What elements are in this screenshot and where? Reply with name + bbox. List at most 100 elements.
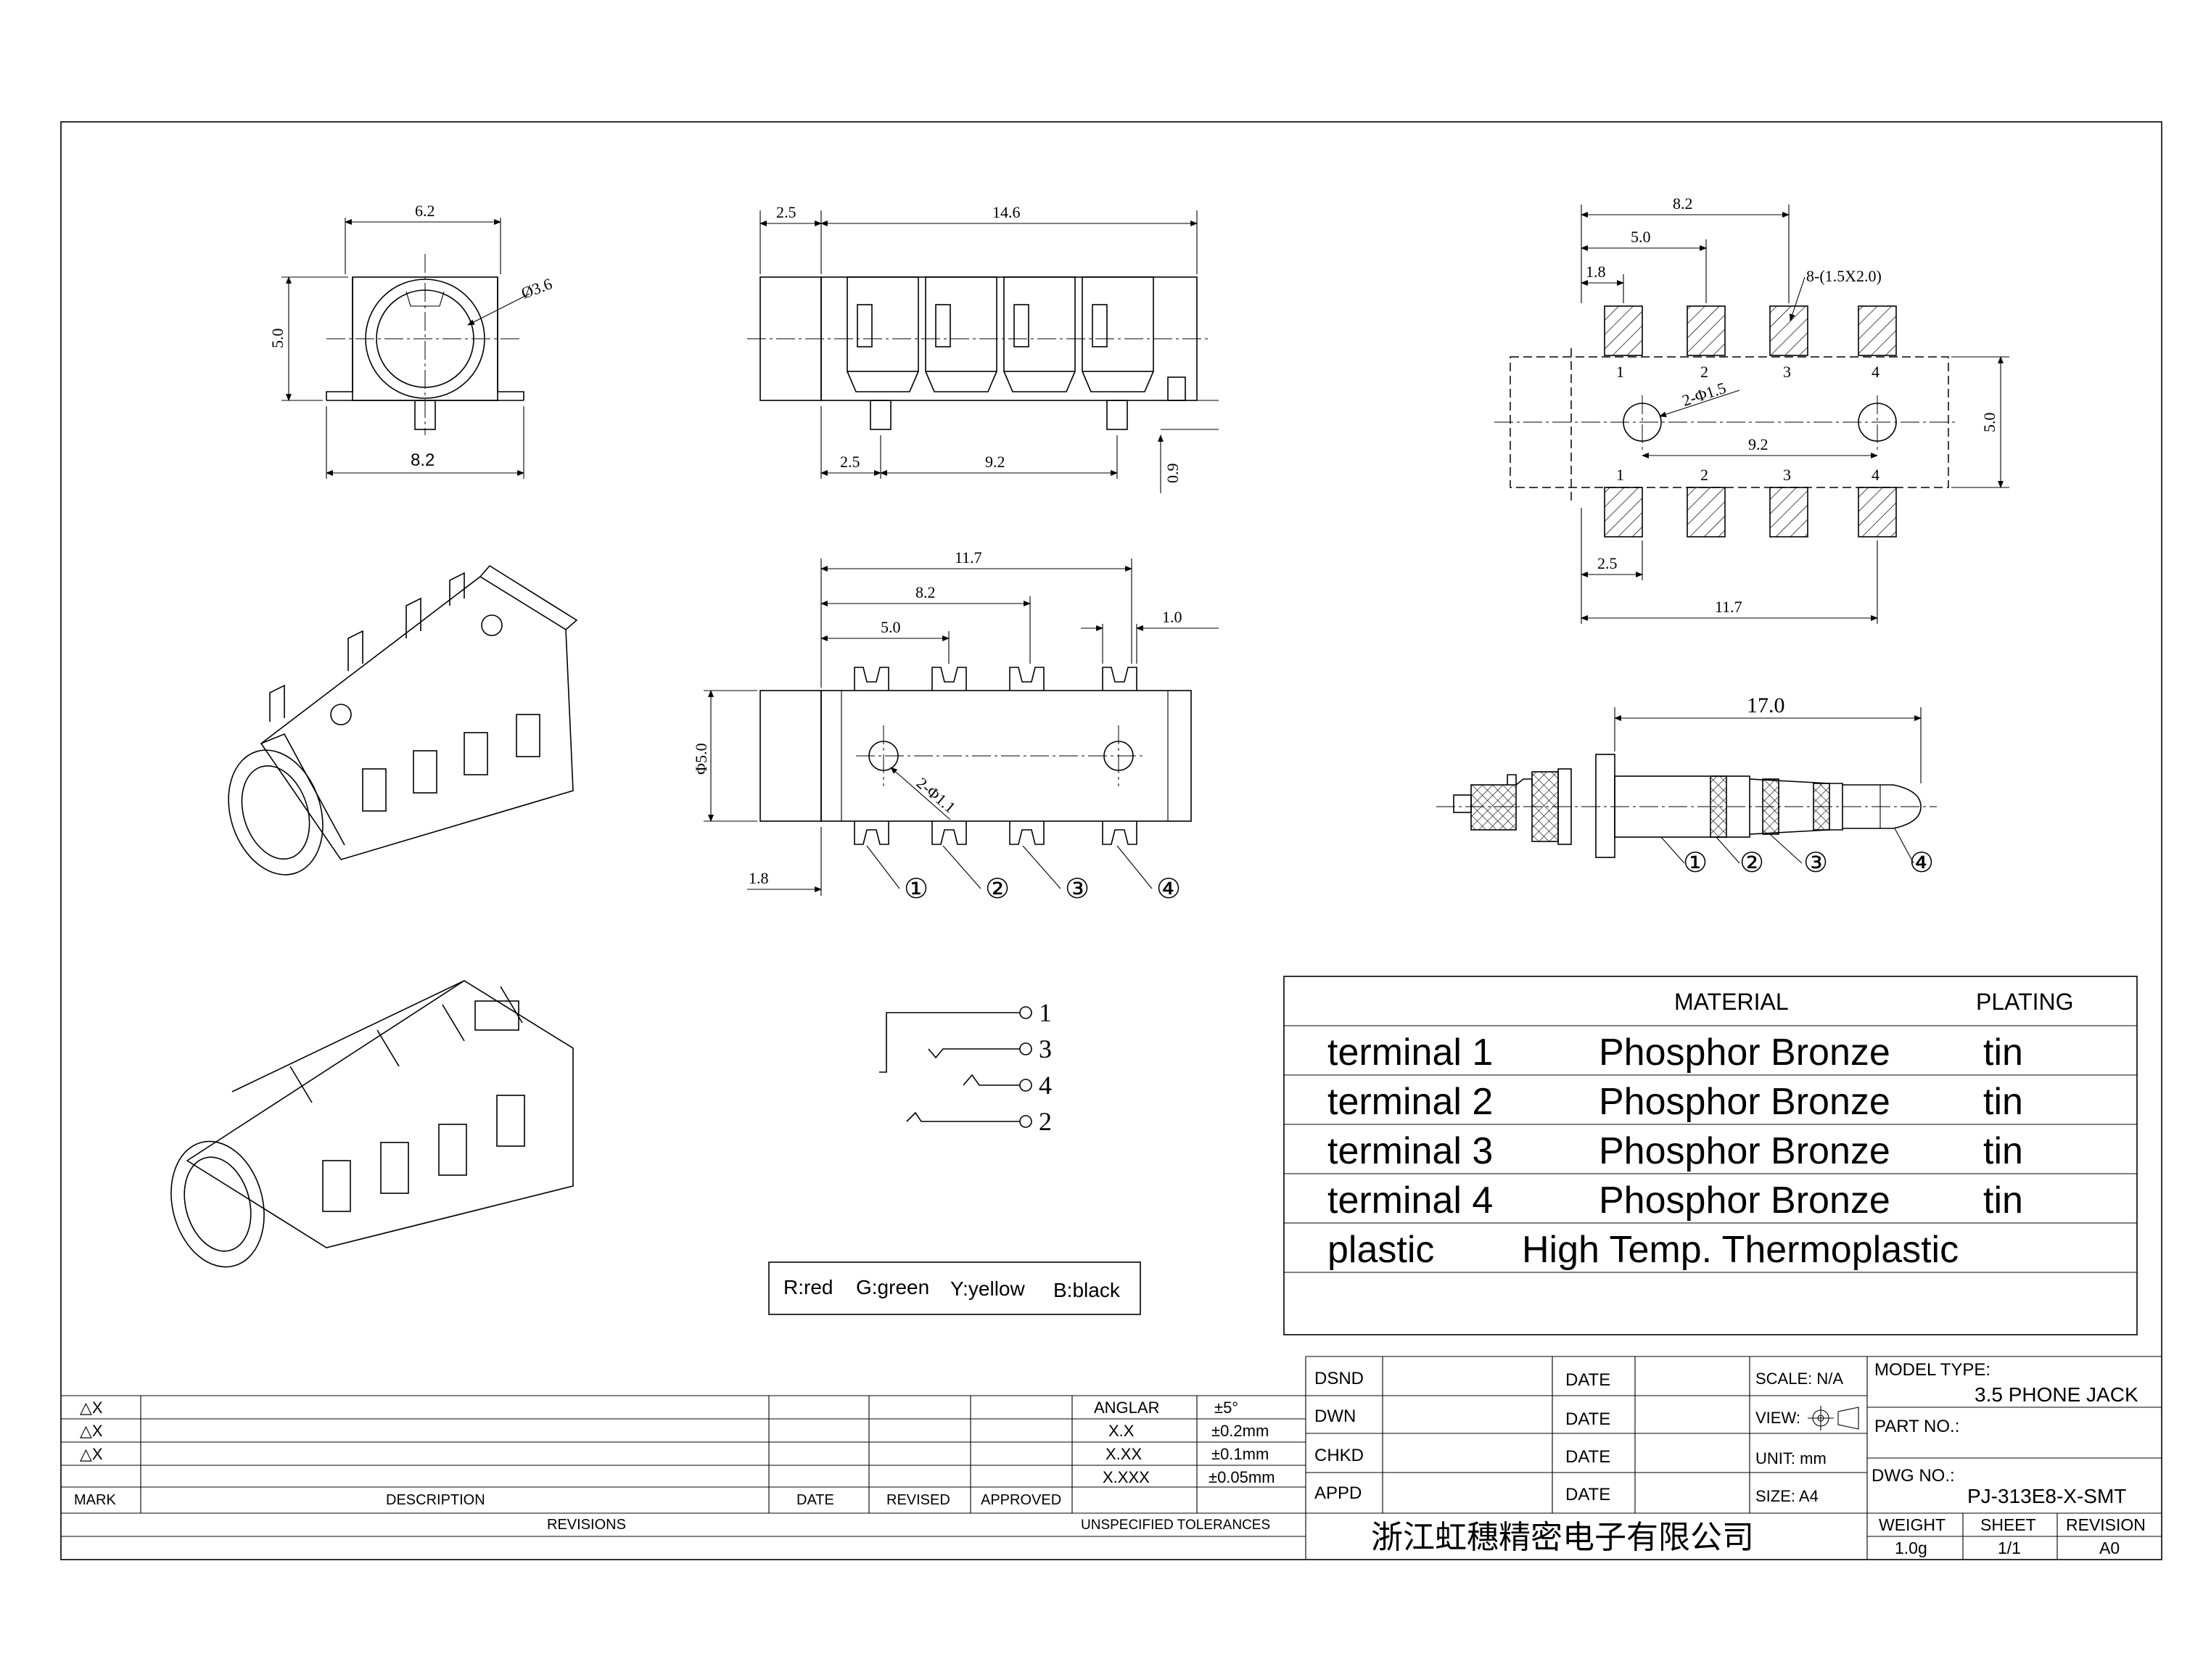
date-label-1: DATE (1565, 1370, 1610, 1390)
row1-plating: tin (1983, 1032, 2023, 1074)
approval-dsnd: DSND (1314, 1369, 1364, 1388)
scale-label: SCALE: N/A (1755, 1370, 1843, 1388)
unit-label: UNIT: mm (1755, 1449, 1827, 1467)
weight-label: WEIGHT (1879, 1515, 1946, 1534)
bottom-callout-2: ② (985, 874, 1010, 905)
sheet-label: SHEET (1980, 1515, 2036, 1534)
approval-chkd: CHKD (1314, 1446, 1364, 1465)
model-type-label: MODEL TYPE: (1874, 1360, 1990, 1380)
front-width-dim: 6.2 (415, 202, 435, 220)
sheet-value: 1/1 (1998, 1539, 2021, 1557)
schematic-pin-1: 1 (1039, 998, 1052, 1027)
dwg-no-value: PJ-313E8-X-SMT (1967, 1485, 2126, 1507)
plug-drawing: 17.0 ① ② ③ ④ (1436, 693, 1937, 878)
pcb-pin-top-4: 4 (1872, 363, 1879, 381)
plug-length-dim: 17.0 (1747, 693, 1785, 717)
plug-callout-4: ④ (1909, 848, 1934, 878)
row2-plating: tin (1983, 1081, 2023, 1123)
title-block: △X △X △X MARK DESCRIPTION DATE REVISED A… (61, 1356, 2162, 1560)
tol-val-4: ±0.05mm (1209, 1468, 1275, 1486)
row2-material: Phosphor Bronze (1599, 1081, 1890, 1123)
tol-val-1: ±5° (1214, 1399, 1238, 1417)
isometric-view-top (228, 564, 578, 876)
row5-part: plastic (1327, 1229, 1434, 1271)
size-label: SIZE: A4 (1755, 1487, 1819, 1505)
legend-green: G:green (856, 1276, 929, 1298)
company-name: 浙江虹穗精密电子有限公司 (1371, 1520, 1754, 1555)
row1-material: Phosphor Bronze (1599, 1032, 1890, 1074)
schematic-pin-4: 4 (1039, 1071, 1052, 1100)
bottom-p3-dim: 8.2 (915, 583, 936, 601)
rev-header-approved: APPROVED (981, 1492, 1061, 1508)
model-type-value: 3.5 PHONE JACK (1975, 1383, 2138, 1406)
bottom-offset-dim: 1.8 (749, 869, 769, 887)
rev-mark-1: △X (80, 1399, 103, 1417)
weight-value: 1.0g (1895, 1539, 1927, 1557)
plating-header: PLATING (1976, 989, 2074, 1015)
pcb-pin-top-2: 2 (1700, 363, 1708, 381)
pcb-pin-bot-3: 3 (1783, 466, 1791, 484)
side-pin-offset-dim: 2.5 (840, 453, 860, 471)
plug-callout-2: ② (1739, 848, 1764, 878)
row3-material: Phosphor Bronze (1599, 1130, 1890, 1172)
schematic: 1 3 4 2 (879, 998, 1052, 1136)
pcb-hole-pitch-dim: 9.2 (1748, 435, 1769, 453)
row4-material: Phosphor Bronze (1599, 1179, 1890, 1222)
side-view: 2.5 14.6 2.5 9.2 0.9 (747, 203, 1219, 493)
tol-key-1: ANGLAR (1094, 1399, 1159, 1417)
date-label-3: DATE (1565, 1447, 1610, 1467)
projection-symbol-icon (1808, 1406, 1859, 1430)
pcb-p2-dim: 5.0 (1631, 228, 1651, 246)
pcb-width-dim: 5.0 (1980, 413, 1998, 433)
bottom-view: 11.7 8.2 5.0 1.0 Φ5.0 2-Φ1.1 1.8 ① ② ③ ④ (692, 548, 1219, 905)
part-no-label: PART NO.: (1874, 1417, 1959, 1436)
pcb-pads-dim: 8-(1.5X2.0) (1806, 267, 1882, 285)
legend-black: B:black (1053, 1279, 1121, 1301)
revision-label: REVISION (2066, 1515, 2146, 1534)
bottom-callout-3: ③ (1065, 874, 1090, 905)
row2-part: terminal 2 (1327, 1081, 1493, 1123)
side-pin-h-dim: 0.9 (1164, 464, 1182, 484)
tol-key-4: X.XXX (1103, 1468, 1150, 1486)
pcb-pin-bot-1: 1 (1616, 466, 1624, 484)
front-hole-dim: Ø3.6 (519, 274, 554, 302)
plug-callout-1: ① (1683, 848, 1708, 878)
row4-part: terminal 4 (1327, 1179, 1493, 1222)
side-pin-pitch-dim: 9.2 (985, 453, 1005, 471)
rev-header-revisions: REVISIONS (547, 1517, 626, 1533)
bottom-dia-dim: Φ5.0 (692, 743, 710, 775)
bottom-callout-4: ④ (1156, 874, 1181, 905)
dwg-no-label: DWG NO.: (1872, 1466, 1955, 1486)
schematic-pin-3: 3 (1039, 1034, 1052, 1063)
sheet-border (60, 121, 2162, 1560)
legend-yellow: Y:yellow (950, 1277, 1025, 1300)
color-legend: R:red G:green Y:yellow B:black (768, 1261, 1141, 1315)
row5-material: High Temp. Thermoplastic (1522, 1229, 1959, 1271)
plug-callout-3: ③ (1803, 848, 1828, 878)
approval-appd: APPD (1314, 1483, 1362, 1503)
rev-header-mark: MARK (74, 1492, 116, 1508)
tol-val-2: ±0.2mm (1211, 1422, 1269, 1440)
tol-key-3: X.XX (1106, 1445, 1142, 1463)
revision-value: A0 (2099, 1539, 2120, 1557)
front-view: 6.2 5.0 Ø3.6 8.2 (268, 202, 554, 479)
pcb-pin-bot-2: 2 (1700, 466, 1708, 484)
date-label-4: DATE (1565, 1485, 1610, 1504)
bottom-post-dim: 2-Φ1.1 (913, 774, 960, 817)
view-label: VIEW: (1755, 1409, 1800, 1427)
side-length-dim: 14.6 (992, 203, 1021, 221)
bottom-total-dim: 11.7 (955, 548, 982, 567)
row4-plating: tin (1983, 1179, 2023, 1222)
bottom-tab-dim: 1.0 (1162, 608, 1182, 626)
front-base-dim: 8.2 (411, 450, 435, 470)
isometric-view-bottom (170, 980, 574, 1268)
bottom-callout-1: ① (904, 874, 929, 905)
side-nose-dim: 2.5 (776, 203, 796, 221)
material-header: MATERIAL (1674, 989, 1789, 1015)
pcb-edge-dim: 2.5 (1597, 554, 1618, 572)
tol-val-3: ±0.1mm (1211, 1445, 1269, 1463)
pcb-pin-top-3: 3 (1783, 363, 1791, 381)
pcb-length-dim: 11.7 (1715, 598, 1742, 616)
rev-mark-2: △X (80, 1422, 103, 1440)
